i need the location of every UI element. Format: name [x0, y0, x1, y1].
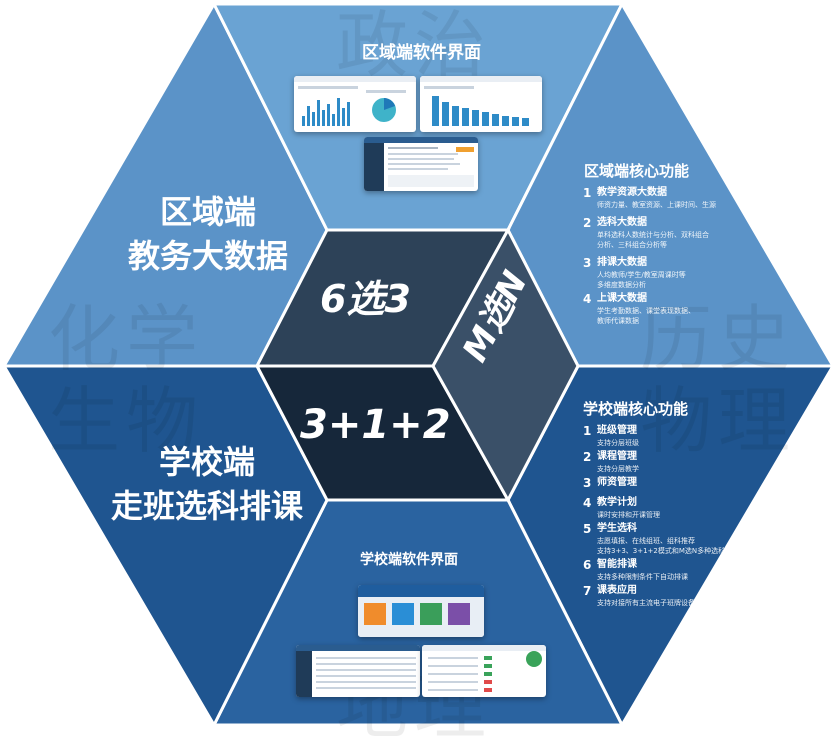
region-big-data-line1: 区域端 [159, 193, 256, 231]
item-desc: 多维度数据分析 [597, 281, 646, 289]
item-number: 5 [583, 522, 592, 536]
item-name: 教学资源大数据 [597, 187, 667, 198]
item-number: 2 [583, 216, 592, 230]
school-core-item: 6 智能排课 支持多种限制条件下自动排课 [583, 558, 739, 584]
item-name: 课程管理 [597, 451, 637, 462]
school-core-item: 2 课程管理 支持分层教学 [583, 450, 739, 476]
item-desc: 学生考勤数据、课堂表现数据、 [597, 307, 695, 315]
item-number: 1 [583, 186, 592, 200]
school-screenshot-3 [422, 645, 546, 697]
region-core-title: 区域端核心功能 [584, 162, 690, 180]
school-screenshot-2 [296, 645, 420, 697]
region-big-data-label: 区域端 教务大数据 [98, 190, 318, 278]
region-core-item: 3 排课大数据 人均教师/学生/教室周课时等 多维度数据分析 [583, 256, 716, 292]
item-desc: 人均教师/学生/教室周课时等 [597, 271, 686, 279]
school-course-line2: 走班选科排课 [110, 487, 303, 525]
item-name: 选科大数据 [597, 217, 647, 228]
item-number: 4 [583, 496, 592, 510]
item-desc: 师资力量、教室资源、上课时间、生源 [597, 201, 716, 209]
item-name: 智能排课 [597, 559, 637, 570]
item-desc: 支持分层教学 [597, 465, 639, 473]
item-desc: 教师代课数据 [597, 317, 639, 325]
watermark-left: 化学 [48, 297, 205, 381]
hexagon-diagram: 政治 化学 生物 历史 物理 地理 区域端软件界面 [4, 3, 833, 749]
cube-right-face [431, 226, 580, 504]
item-desc: 单科选科人数统计与分析、双科组合 [597, 231, 709, 239]
region-core-item: 2 选科大数据 单科选科人数统计与分析、双科组合 分析、三科组合分析等 [583, 216, 716, 256]
region-screenshot-1 [294, 76, 416, 132]
item-number: 1 [583, 424, 592, 438]
item-name: 教学计划 [597, 497, 637, 508]
region-big-data-line2: 教务大数据 [127, 237, 288, 275]
item-name: 排课大数据 [597, 257, 647, 268]
region-core-list: 1 教学资源大数据 师资力量、教室资源、上课时间、生源 2 选科大数据 单科选科… [583, 186, 716, 328]
school-software-title: 学校端软件界面 [360, 552, 458, 568]
item-number: 7 [583, 584, 592, 598]
item-name: 师资管理 [597, 477, 637, 488]
school-course-line1: 学校端 [158, 443, 255, 481]
cube-top-text: 6选3 [320, 277, 411, 321]
item-desc: 支持分层班级 [597, 439, 639, 447]
region-core-item: 4 上课大数据 学生考勤数据、课堂表现数据、 教师代课数据 [583, 292, 716, 328]
cube-left-text: 3+1+2 [300, 402, 451, 448]
item-number: 4 [583, 292, 592, 306]
item-name: 课表应用 [597, 585, 637, 596]
school-core-item: 1 班级管理 支持分层班级 [583, 424, 739, 450]
item-number: 3 [583, 256, 592, 270]
item-name: 学生选科 [597, 523, 637, 534]
school-core-title: 学校端核心功能 [583, 400, 689, 418]
watermark-right-lower: 物理 [640, 379, 797, 463]
item-number: 3 [583, 476, 592, 490]
region-screenshot-2 [420, 76, 542, 132]
school-core-item: 5 学生选科 志愿填报、在线组班、组科推荐 支持3+3、3+1+2模式和M选N多… [583, 522, 739, 558]
school-core-item: 7 课表应用 支持对接所有主流电子班牌设备 [583, 584, 739, 610]
school-course-label: 学校端 走班选科排课 [92, 440, 322, 528]
item-number: 2 [583, 450, 592, 464]
region-core-item: 1 教学资源大数据 师资力量、教室资源、上课时间、生源 [583, 186, 716, 216]
watermark-top: 政治 [336, 3, 493, 87]
item-name: 上课大数据 [597, 293, 647, 304]
item-desc: 支持多种限制条件下自动排课 [597, 573, 688, 581]
item-desc: 志愿填报、在线组班、组科推荐 [597, 537, 695, 545]
item-desc: 课时安排和开课管理 [597, 511, 660, 519]
item-desc: 分析、三科组合分析等 [597, 241, 667, 249]
watermark-left-lower: 生物 [48, 379, 205, 463]
item-desc: 支持3+3、3+1+2模式和M选N多种选科组合 [597, 547, 740, 555]
school-core-item: 4 教学计划 课时安排和开课管理 [583, 496, 739, 522]
school-core-list: 1 班级管理 支持分层班级 2 课程管理 支持分层教学 3 师资管理 4 教学计… [583, 424, 739, 610]
school-screenshot-1 [358, 585, 484, 637]
item-name: 班级管理 [597, 425, 637, 436]
item-desc: 支持对接所有主流电子班牌设备 [597, 599, 695, 607]
watermark-right: 历史 [640, 297, 797, 381]
region-screenshot-3 [364, 137, 478, 191]
school-core-item: 3 师资管理 [583, 476, 739, 496]
item-number: 6 [583, 558, 592, 572]
region-software-title: 区域端软件界面 [362, 43, 481, 63]
